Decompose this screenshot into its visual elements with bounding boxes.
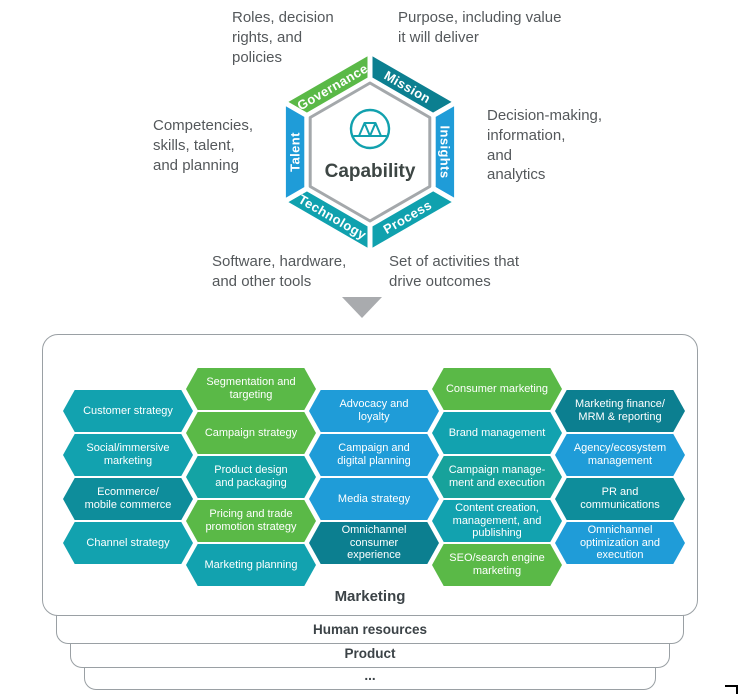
capability-tile: Omnichannel optimization and execution [555, 522, 685, 564]
capability-hexagon-diagram: Capability Governance Mission Insights P… [278, 47, 462, 318]
capability-tile: PR and communications [555, 478, 685, 520]
corner-artifact [725, 685, 738, 694]
capability-tile: Media strategy [309, 478, 439, 520]
capability-tile: Marketing finance/ MRM & reporting [555, 390, 685, 432]
inner-hexagon [308, 81, 432, 223]
hex-segment-talent [280, 97, 310, 207]
insights-segment-label: Insights [438, 125, 453, 178]
capability-tile: Product design and packaging [186, 456, 316, 498]
down-arrow [342, 297, 382, 318]
capability-tile: Marketing planning [186, 544, 316, 586]
capability-tile: Social/immersive marketing [63, 434, 193, 476]
capability-tile: Advocacy and loyalty [309, 390, 439, 432]
process-note: Set of activities that drive outcomes [389, 253, 520, 290]
capability-tile: Agency/ecosystem management [555, 434, 685, 476]
capability-tile: Campaign strategy [186, 412, 316, 454]
capability-tile: Customer strategy [63, 390, 193, 432]
capability-tile: Pricing and trade promotion strategy [186, 500, 316, 542]
capability-tile: Consumer marketing [432, 368, 562, 410]
bridge-icon [349, 108, 391, 150]
capability-tile: Ecommerce/ mobile commerce [63, 478, 193, 520]
capability-tile: Content creation, management, and publis… [432, 500, 562, 542]
technology-note: Software, hardware, and other tools [212, 253, 347, 290]
capability-tile: Campaign manage- ment and execution [432, 456, 562, 498]
sheet-label: Product [344, 646, 396, 661]
marketing-capability-card: Customer strategy Social/immersive marke… [42, 334, 698, 616]
capability-center-label: Capability [325, 161, 416, 182]
talent-segment-label: Talent [288, 132, 303, 172]
talent-note: Competencies, skills, talent, and planni… [153, 117, 254, 174]
capability-tile: Omnichannel consumer experience [309, 522, 439, 564]
mission-note: Purpose, including value it will deliver [398, 9, 562, 46]
capability-tile: Channel strategy [63, 522, 193, 564]
capability-tile: Segmentation and targeting [186, 368, 316, 410]
card-title-marketing: Marketing [334, 588, 406, 605]
capability-tile: Brand management [432, 412, 562, 454]
capability-tile: SEO/search engine marketing [432, 544, 562, 586]
insights-note: Decision-making, information, and analyt… [487, 107, 603, 184]
governance-note: Roles, decision rights, and policies [232, 9, 334, 66]
sheet-label: ... [364, 668, 376, 683]
capability-tile: Campaign and digital planning [309, 434, 439, 476]
bridge-icon-glyph [353, 122, 387, 137]
sheet-label: Human resources [312, 622, 428, 637]
